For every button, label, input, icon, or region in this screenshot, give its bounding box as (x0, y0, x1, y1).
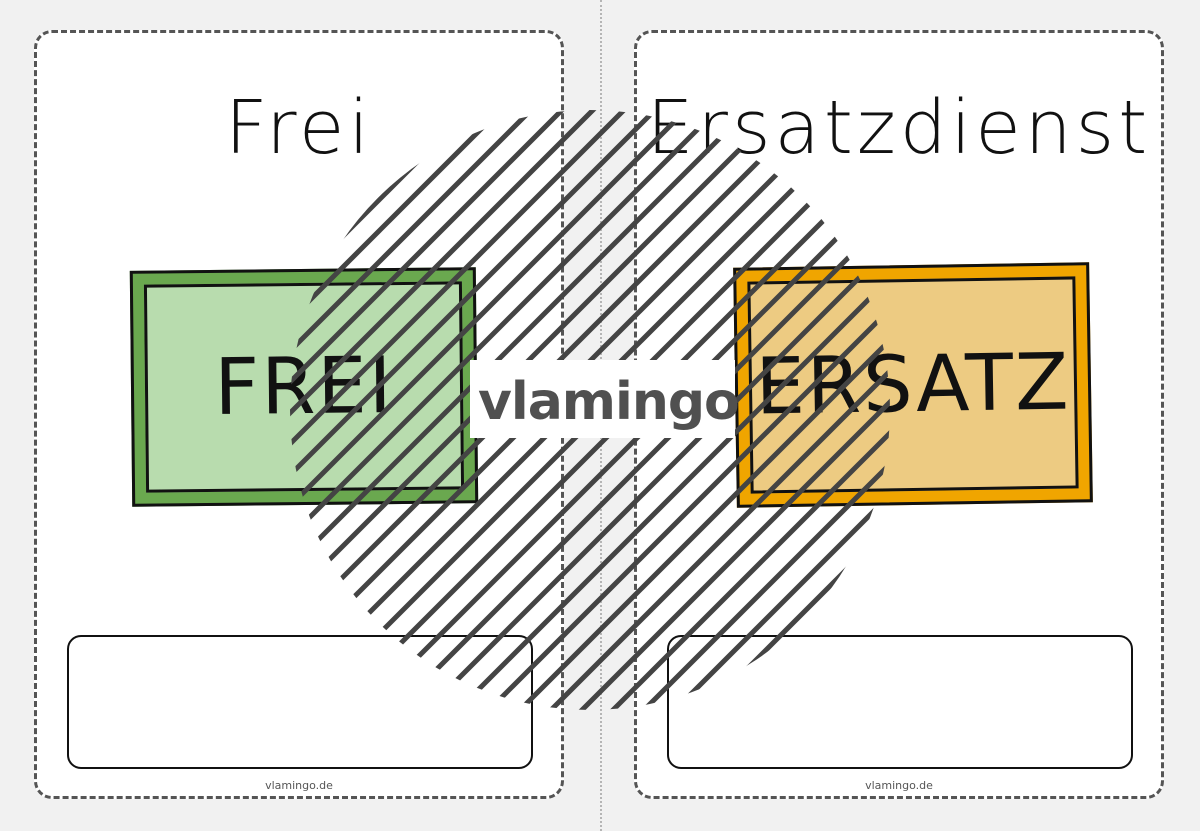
sign-ersatz: ERSATZ (733, 262, 1093, 508)
sign-label: ERSATZ (754, 337, 1072, 433)
sign-inner: FREI (143, 281, 465, 493)
sign-label: FREI (213, 341, 395, 433)
sign-frei: FREI (129, 267, 479, 507)
footer-credit: vlamingo.de (865, 779, 933, 792)
write-in-box (667, 635, 1133, 769)
card-title: Frei (224, 85, 374, 171)
sign-inner: ERSATZ (747, 276, 1079, 494)
footer-credit: vlamingo.de (265, 779, 333, 792)
write-in-box (67, 635, 533, 769)
card-title: Ersatzdienst (646, 85, 1152, 171)
watermark-logo: vlamingo (478, 372, 740, 432)
